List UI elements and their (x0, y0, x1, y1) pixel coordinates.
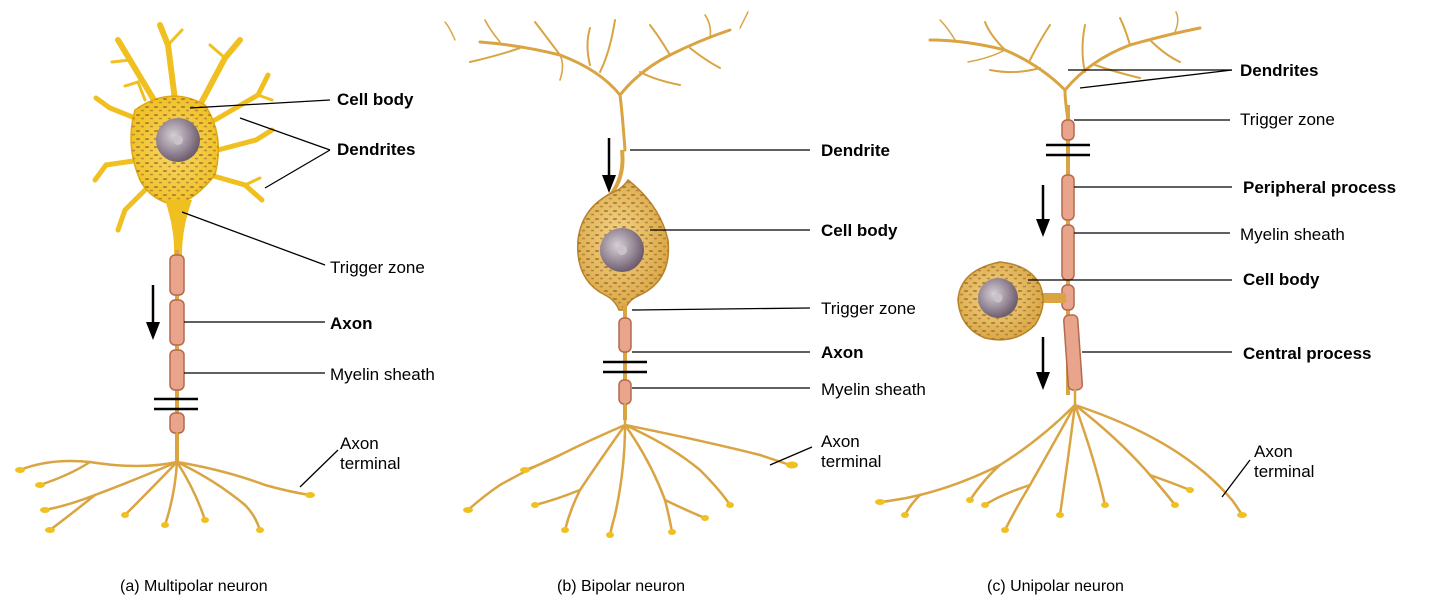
label-trigger-zone-c: Trigger zone (1240, 110, 1335, 130)
label-trigger-zone-b: Trigger zone (821, 299, 916, 319)
caption-multipolar: (a) Multipolar neuron (120, 578, 268, 596)
label-dendrites-a: Dendrites (337, 140, 415, 160)
caption-unipolar: (c) Unipolar neuron (987, 578, 1124, 596)
unipolar-signal-arrow-1 (1036, 185, 1050, 237)
unipolar-dendrites (930, 12, 1200, 120)
multipolar-signal-arrow (146, 285, 160, 340)
label-cell-body-c: Cell body (1243, 270, 1320, 290)
caption-bipolar: (b) Bipolar neuron (557, 578, 685, 596)
unipolar-myelin (1062, 120, 1083, 390)
label-central-process-c: Central process (1243, 344, 1372, 364)
multipolar-neuron (15, 25, 315, 533)
bipolar-leader-lines (630, 150, 812, 465)
label-peripheral-process-c: Peripheral process (1243, 178, 1396, 198)
unipolar-signal-arrow-2 (1036, 337, 1050, 390)
label-axon-terminal-c: Axon terminal (1254, 442, 1314, 482)
label-cell-body-b: Cell body (821, 221, 898, 241)
label-axon-terminal-a: Axon terminal (340, 434, 400, 474)
label-cell-body-a: Cell body (337, 90, 414, 110)
unipolar-axon-terminals (880, 390, 1242, 530)
label-axon-terminal-b: Axon terminal (821, 432, 881, 472)
bipolar-signal-arrow (602, 138, 616, 193)
label-dendrites-c: Dendrites (1240, 61, 1318, 81)
label-trigger-zone-a: Trigger zone (330, 258, 425, 278)
label-myelin-sheath-a: Myelin sheath (330, 365, 435, 385)
label-axon-a: Axon (330, 314, 373, 334)
label-axon-b: Axon (821, 343, 864, 363)
label-dendrite-b: Dendrite (821, 141, 890, 161)
bipolar-axon-terminals (468, 404, 790, 535)
bipolar-neuron (445, 12, 798, 538)
label-myelin-sheath-b: Myelin sheath (821, 380, 926, 400)
bipolar-dendrites (445, 12, 748, 150)
multipolar-axon-terminals (20, 433, 310, 530)
unipolar-neuron (875, 12, 1247, 533)
label-myelin-sheath-c: Myelin sheath (1240, 225, 1345, 245)
